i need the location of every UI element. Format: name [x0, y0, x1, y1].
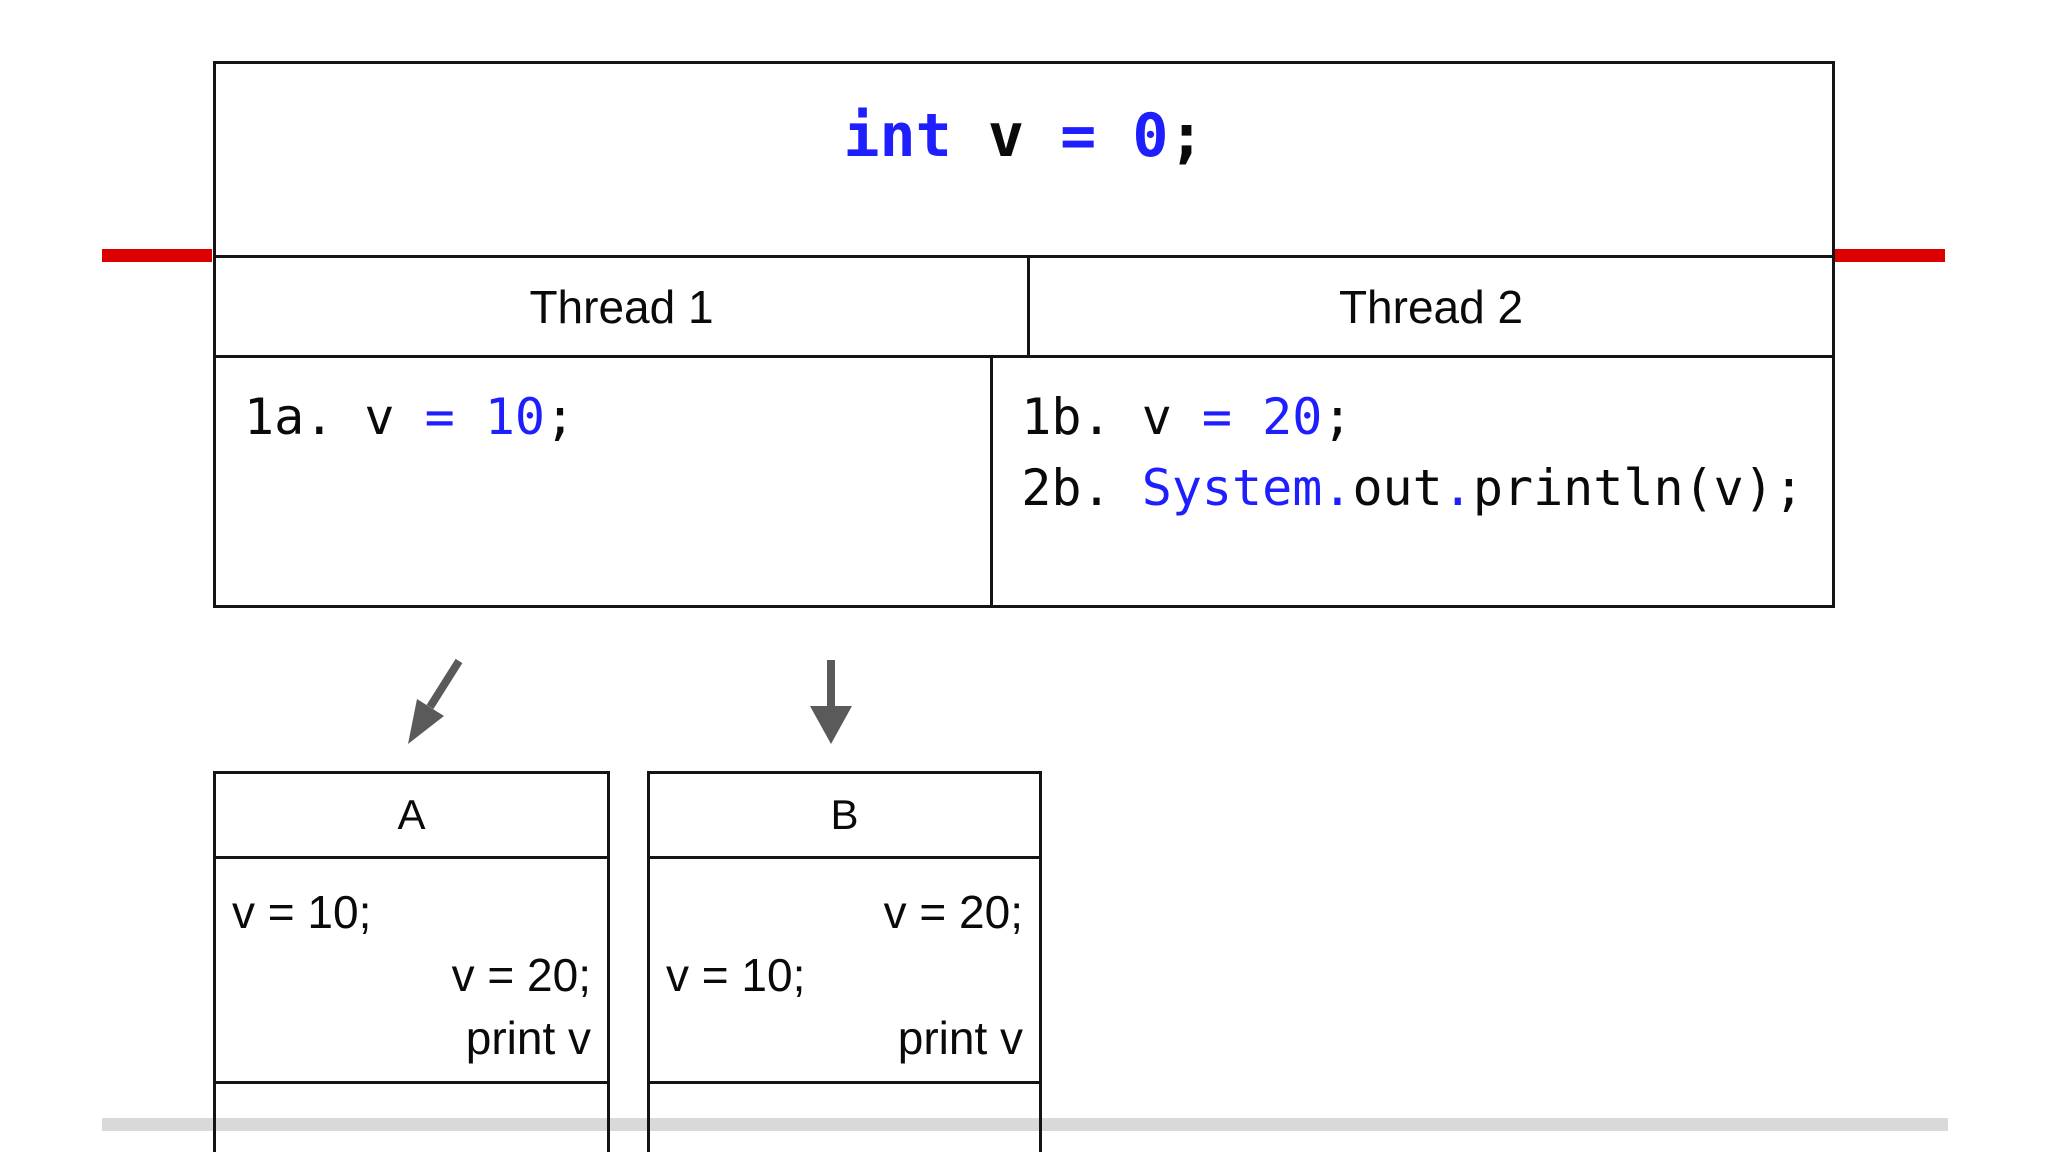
bottom-gray-divider	[102, 1118, 1948, 1131]
interleaving-box-b: B v = 20; v = 10; print v	[647, 771, 1042, 1152]
thread2-header-label: Thread 2	[1338, 280, 1524, 333]
t2-system-class: System.	[1141, 459, 1353, 517]
thread2-line-1b: 1b. v = 20;	[1021, 382, 1804, 453]
keyword-int: int	[843, 101, 952, 171]
box-b-line-2: v = 10;	[666, 949, 806, 1001]
box-b-body: v = 20; v = 10; print v	[650, 859, 1039, 1084]
box-b-line-3: print v	[897, 1012, 1023, 1064]
thread2-header-cell: Thread 2	[1027, 258, 1832, 355]
threads-table: int v = 0; Thread 1 Thread 2 1a. v = 10;…	[213, 61, 1835, 608]
thread1-code-cell: 1a. v = 10;	[216, 358, 990, 605]
t1-semicolon: ;	[545, 388, 576, 446]
interleaving-box-a: A v = 10; v = 20; print v	[213, 771, 610, 1152]
box-a-body: v = 10; v = 20; print v	[216, 859, 607, 1084]
box-b-line-1: v = 20;	[883, 886, 1023, 938]
thread2-line-2b: 2b. System.out.println(v);	[1021, 453, 1804, 524]
box-a-line-1: v = 10;	[232, 886, 372, 938]
thread1-header-label: Thread 1	[529, 280, 714, 333]
t2-assign: = 20	[1201, 388, 1323, 446]
down-arrow-icon	[810, 660, 852, 744]
box-a-line-2: v = 20;	[451, 949, 591, 1001]
box-b-header: B	[650, 774, 1039, 859]
down-left-arrow-icon	[408, 658, 463, 744]
init-statement: int v = 0;	[843, 106, 1204, 166]
right-red-bar	[1835, 249, 1945, 262]
t2-semicolon: ;	[1322, 388, 1353, 446]
thread-code-row: 1a. v = 10; 1b. v = 20; 2b. System.out.p…	[216, 358, 1832, 605]
assign-zero: = 0	[1060, 101, 1169, 171]
shared-variable-row: int v = 0;	[216, 64, 1832, 258]
thread-header-row: Thread 1 Thread 2	[216, 258, 1832, 358]
thread2-code-cell: 1b. v = 20; 2b. System.out.println(v);	[990, 358, 1832, 605]
left-red-bar	[102, 249, 212, 262]
thread1-line-1a: 1a. v = 10;	[244, 382, 962, 453]
box-b-label: B	[830, 791, 859, 838]
box-a-line-3: print v	[465, 1012, 591, 1064]
t2-label-2b: 2b.	[1021, 459, 1142, 517]
t1-label: 1a. v	[244, 388, 425, 446]
box-a-empty-row	[216, 1084, 607, 1152]
box-a-header: A	[216, 774, 607, 859]
t2-dot: .	[1442, 459, 1473, 517]
semicolon: ;	[1168, 101, 1205, 171]
thread1-header-cell: Thread 1	[216, 258, 1027, 355]
t2-println-call: println(v);	[1472, 459, 1804, 517]
t2-label-1b: 1b. v	[1021, 388, 1202, 446]
box-b-empty-row	[650, 1084, 1039, 1152]
box-a-label: A	[397, 791, 426, 838]
t2-out-field: out	[1352, 459, 1443, 517]
t1-assign: = 10	[424, 388, 546, 446]
var-v: v	[951, 101, 1061, 171]
